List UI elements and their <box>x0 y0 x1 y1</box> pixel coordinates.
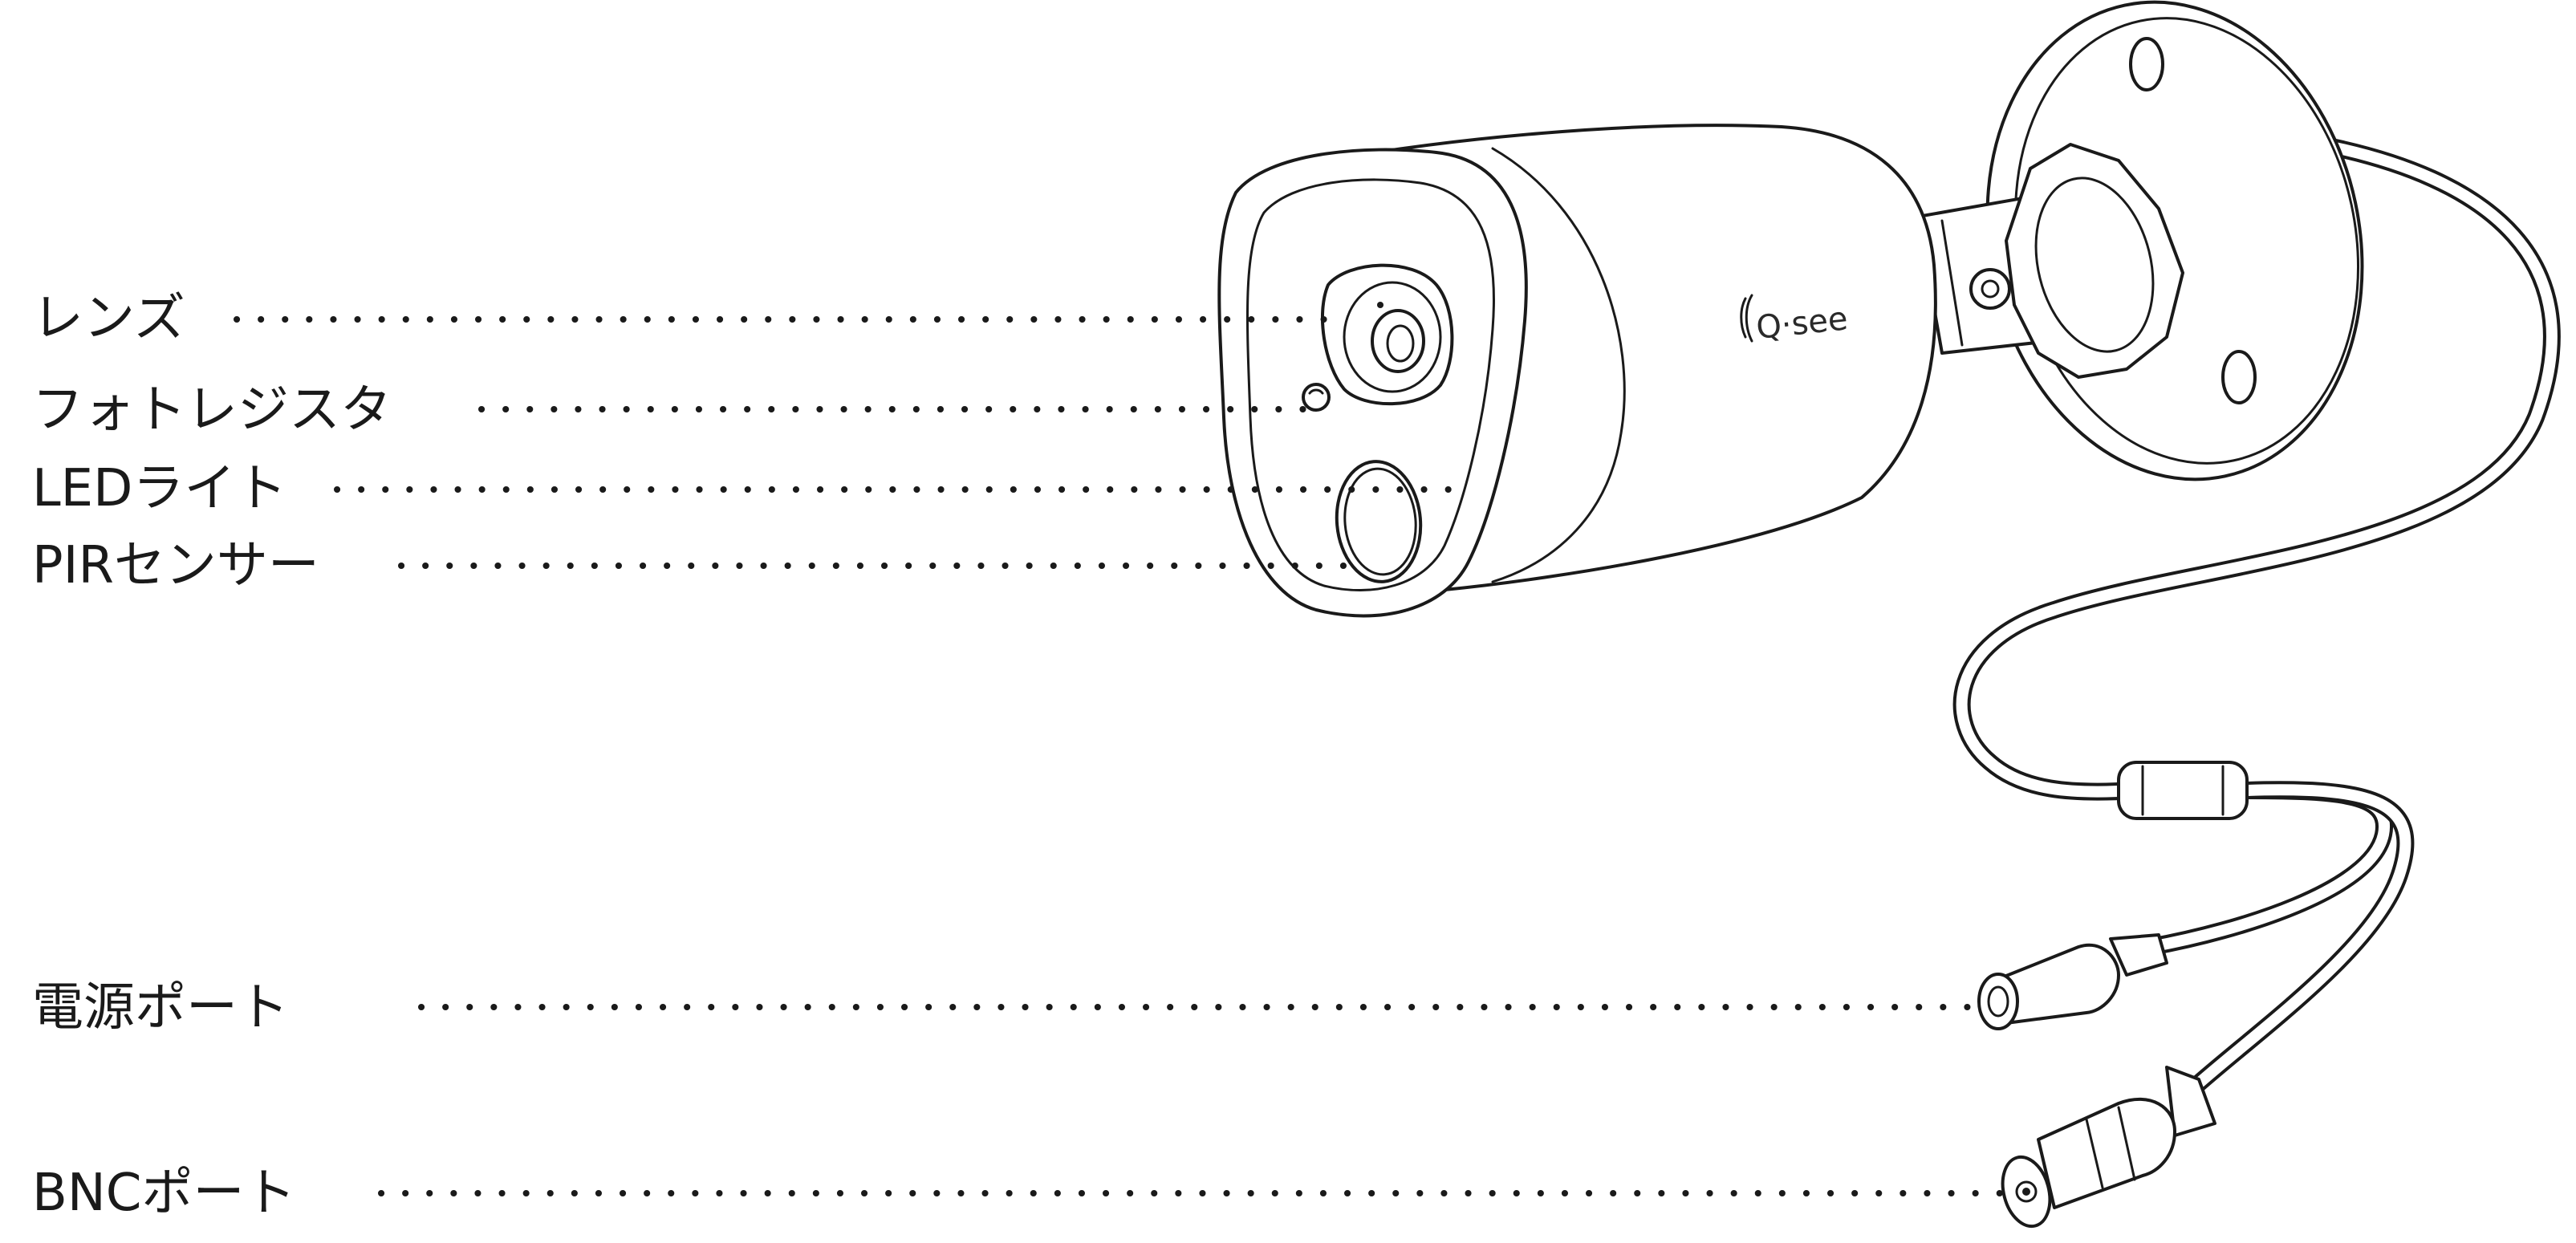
label-bnc-port: BNCポート <box>32 1164 295 1223</box>
mount-screw-hole-bottom <box>2221 350 2257 404</box>
camera-body: Q·see <box>1217 124 1937 618</box>
mount-arm <box>1916 143 2184 379</box>
cable <box>1952 134 2561 1092</box>
label-lens: レンズ <box>32 289 185 348</box>
label-power-port: 電源ポート <box>32 978 289 1038</box>
label-led-light: LEDライト <box>32 459 286 518</box>
power-port-connector <box>1977 933 2168 1030</box>
lens-glass <box>1371 309 1425 373</box>
label-photoresistor: フォトレジスタ <box>32 380 392 440</box>
label-pir-sensor: PIRセンサー <box>32 536 319 595</box>
leader-lines <box>234 316 2013 1196</box>
power-port-socket <box>1977 973 2019 1030</box>
part-labels: レンズ フォトレジスタ LEDライト PIRセンサー 電源ポート BNCポート <box>32 289 392 1223</box>
bnc-connector <box>2001 1066 2216 1229</box>
mount-screw-hole-top <box>2129 37 2164 91</box>
adjustment-screw <box>1969 268 2011 310</box>
photoresistor-sensor <box>1302 383 1331 412</box>
cable-splitter <box>2117 761 2249 820</box>
